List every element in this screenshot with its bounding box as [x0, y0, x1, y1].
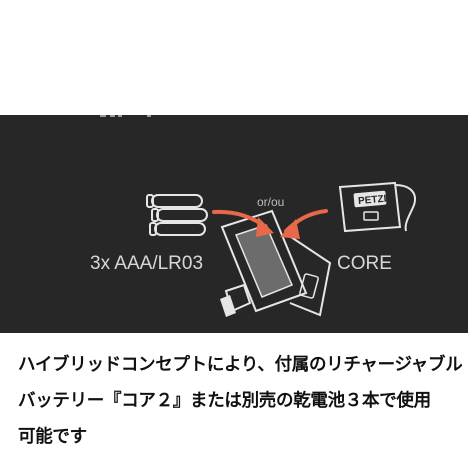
product-description: ハイブリッドコンセプトにより、付属のリチャージャブル バッテリー『コア２』または… [18, 347, 463, 455]
faded-text-fragment [100, 115, 151, 117]
description-line-1: ハイブリッドコンセプトにより、付属のリチャージャブル [18, 355, 463, 375]
description-line-3: 可能です [18, 427, 87, 447]
core-battery-label: CORE [337, 253, 392, 274]
headlamp-housing-icon [220, 209, 332, 317]
description-line-2: バッテリー『コア２』または別売の乾電池３本で使用 [18, 391, 431, 411]
or-separator-label: or/ou [257, 195, 285, 209]
battery-illustration: PETZL [100, 115, 416, 317]
arrow-heads-icon [256, 217, 300, 239]
product-banner: PETZL or/ou 3x AAA/LR03 CORE [0, 115, 468, 333]
insert-arrows-icon [212, 209, 328, 233]
core-battery-icon: PETZL [338, 181, 416, 233]
aaa-batteries-icon [146, 194, 208, 236]
aaa-battery-label: 3x AAA/LR03 [90, 253, 204, 274]
petzl-brand-text: PETZL [358, 193, 391, 207]
